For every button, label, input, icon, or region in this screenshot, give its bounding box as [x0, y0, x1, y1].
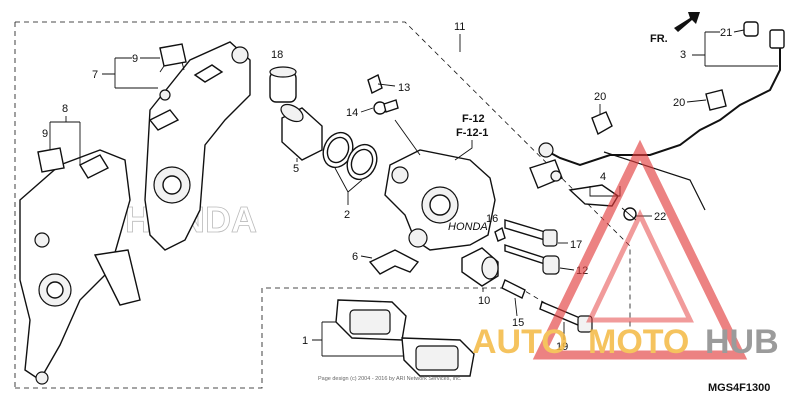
- svg-text:HUB: HUB: [705, 323, 779, 361]
- clamp-part-20-lower[interactable]: [705, 89, 727, 111]
- label-2: 2: [344, 209, 350, 221]
- label-22: 22: [654, 211, 666, 223]
- label-20-upper: 20: [594, 91, 606, 103]
- brake-pad-set-part-1[interactable]: [335, 299, 475, 377]
- bleeder-screw-13[interactable]: [367, 74, 396, 94]
- pad-clip-lower[interactable]: [37, 147, 65, 173]
- label-13: 13: [398, 82, 410, 94]
- caliper-body[interactable]: [384, 119, 496, 251]
- seal-set-part-2[interactable]: [318, 128, 383, 184]
- pin-part-12[interactable]: [504, 244, 560, 275]
- label-18: 18: [271, 49, 283, 61]
- caliper-bracket-upper[interactable]: [144, 41, 251, 251]
- label-14: 14: [346, 107, 358, 119]
- label-19: 19: [556, 341, 568, 353]
- label-17: 17: [570, 239, 582, 251]
- label-16: 16: [486, 213, 498, 225]
- watermark-logo: AUTO MOTO HUB: [472, 139, 779, 361]
- label-11: 11: [454, 21, 465, 33]
- clamp-part-20-upper[interactable]: [591, 111, 613, 136]
- label-9-upper: 9: [132, 53, 138, 65]
- bleeder-cap-14[interactable]: [373, 99, 399, 115]
- boot-part-18[interactable]: [269, 66, 297, 103]
- svg-text:AUTO: AUTO: [472, 323, 568, 361]
- label-15: 15: [512, 317, 524, 329]
- label-9-lower: 9: [42, 128, 48, 140]
- label-3: 3: [680, 49, 686, 61]
- label-10: 10: [478, 295, 490, 307]
- brand-badge: HONDA: [448, 221, 488, 233]
- svg-text:MOTO: MOTO: [588, 323, 689, 361]
- pin-part-17[interactable]: [504, 219, 558, 247]
- front-direction-arrow: FR.: [650, 12, 700, 45]
- label-21: 21: [720, 27, 732, 39]
- copyright-text: Page design (c) 2004 - 2016 by ARI Netwo…: [318, 376, 462, 382]
- diagram-code: MGS4F1300: [708, 382, 770, 394]
- label-7: 7: [92, 69, 98, 81]
- pad-spring-part-6[interactable]: [368, 249, 420, 275]
- piston-part-5[interactable]: [278, 101, 323, 161]
- label-4: 4: [600, 171, 606, 183]
- speed-sensor-wire-part-3[interactable]: [529, 29, 785, 211]
- label-20-lower: 20: [673, 97, 685, 109]
- pin-part-15[interactable]: [501, 279, 526, 299]
- label-8: 8: [62, 103, 68, 115]
- svg-text:FR.: FR.: [650, 33, 668, 45]
- label-6: 6: [352, 251, 358, 263]
- ref-f12: F-12: [462, 113, 485, 125]
- caliper-bracket-lower[interactable]: [19, 149, 141, 385]
- label-5: 5: [293, 163, 299, 175]
- clip-part-21[interactable]: [743, 21, 759, 37]
- ref-f12-1: F-12-1: [456, 127, 488, 139]
- boot-part-10[interactable]: [461, 247, 499, 287]
- bolt-part-22[interactable]: [621, 207, 637, 221]
- label-1: 1: [302, 335, 308, 347]
- pad-clip-upper[interactable]: [159, 43, 187, 73]
- clip-part-16[interactable]: [494, 226, 506, 242]
